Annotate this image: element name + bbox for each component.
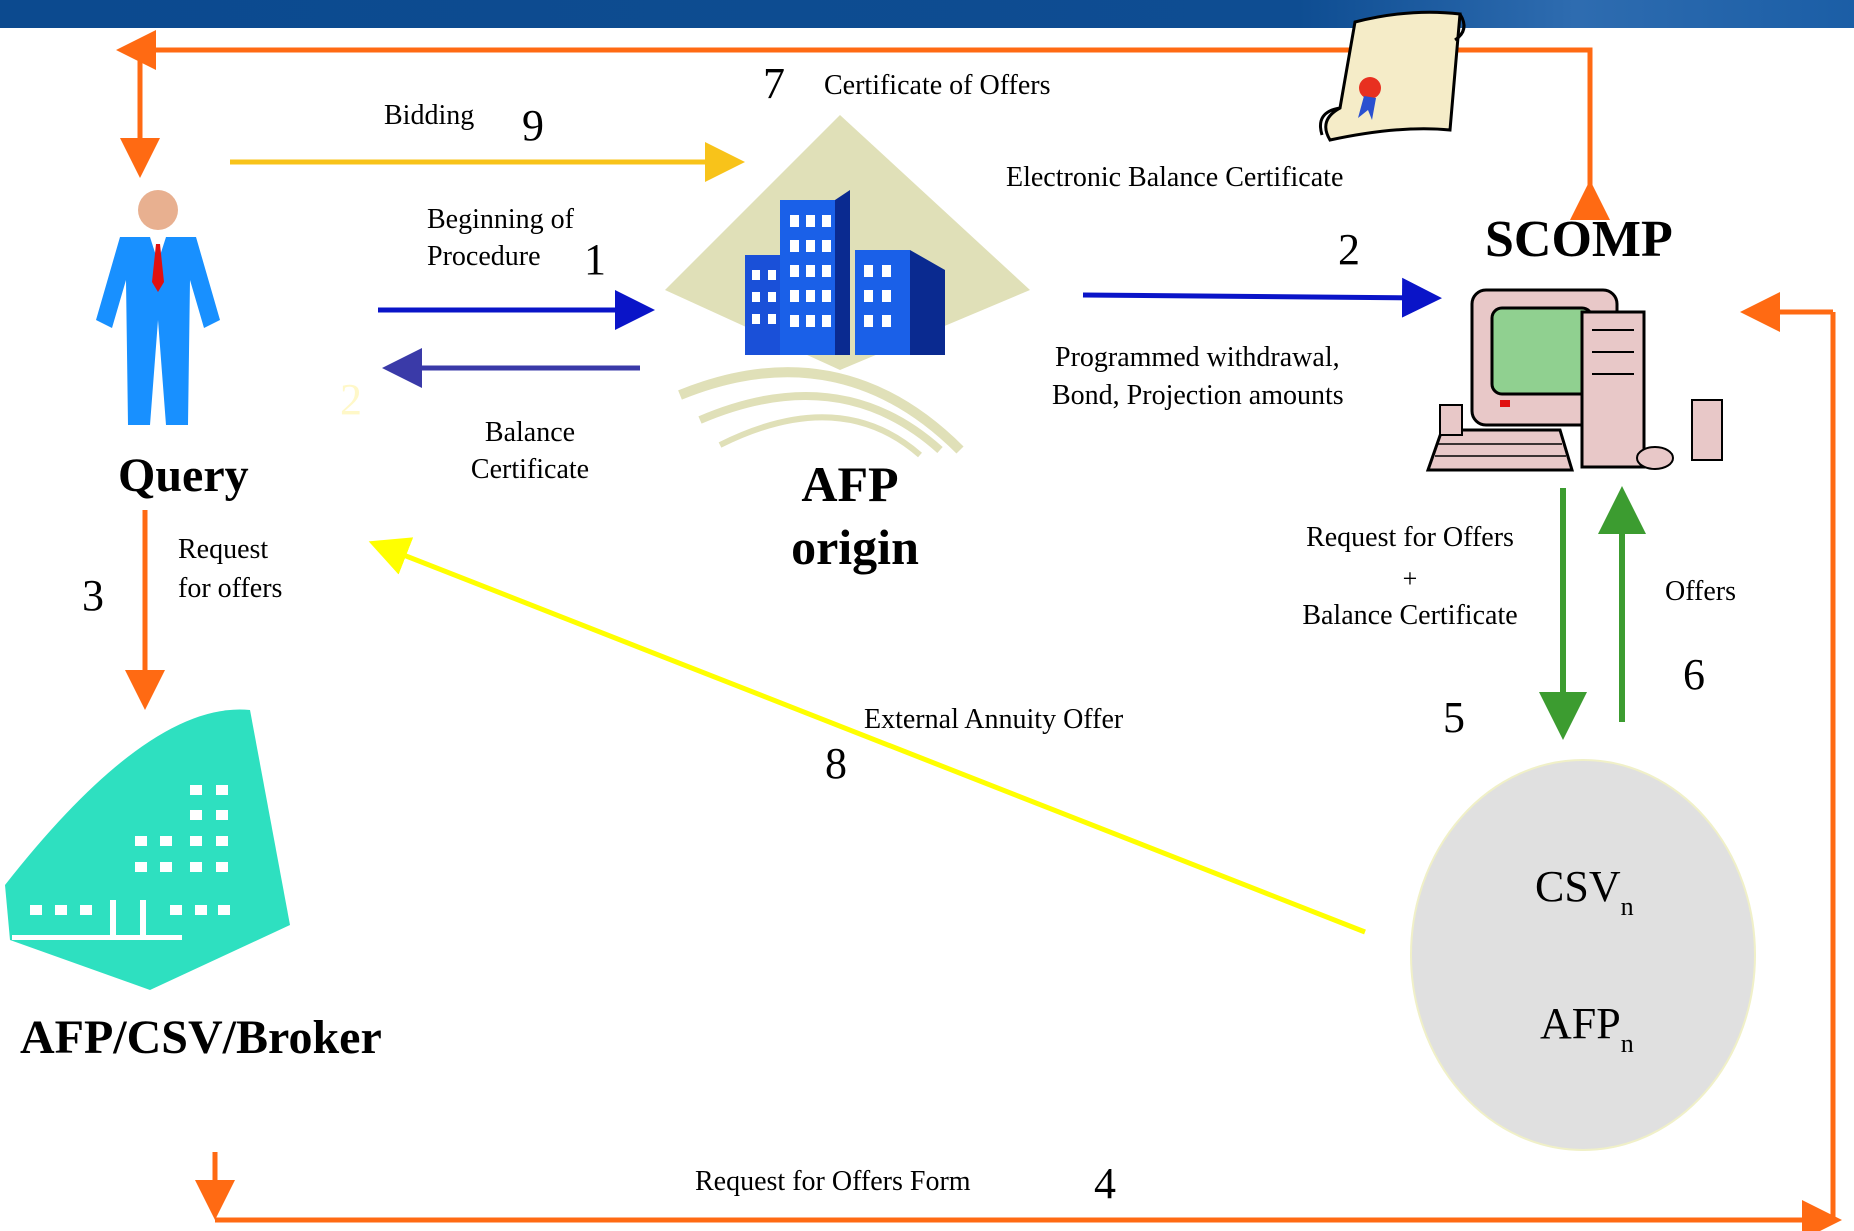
- node-afp-origin-line1: AFP: [801, 456, 899, 512]
- label-req-bal-plus: +: [1402, 564, 1418, 593]
- label-balance-line1: Balance: [484, 417, 576, 448]
- circle-csv-label: CSVn: [1535, 862, 1634, 921]
- top-banner: [0, 0, 1854, 28]
- label-offers: Offers: [1665, 576, 1737, 607]
- label-request-line2: for offers: [178, 573, 283, 604]
- arrow-4-request-form: [195, 292, 1842, 1231]
- circle-csv-subscript: n: [1620, 892, 1634, 921]
- businessman-icon: [96, 190, 220, 425]
- label-certificate-of-offers: Certificate of Offers: [824, 70, 1051, 101]
- arrow-7-certificate-of-offers: [116, 30, 1610, 220]
- desktop-computer-icon: [1425, 288, 1723, 472]
- label-electronic-balance-certificate: Electronic Balance Certificate: [1006, 162, 1344, 193]
- label-request-offers-form: Request for Offers Form: [695, 1166, 971, 1197]
- arrow-2-electronic-balance: [1082, 277, 1442, 318]
- label-req-bal-line1: Request for Offers: [1306, 522, 1514, 553]
- label-bidding: Bidding: [384, 100, 475, 131]
- label-beginning-line2: Procedure: [427, 241, 541, 272]
- step-9: 9: [522, 101, 544, 150]
- node-afp-origin-line2: origin: [791, 519, 919, 575]
- label-balance-line2: Certificate: [470, 454, 590, 485]
- label-request-line1: Request: [178, 534, 269, 565]
- step-6: 6: [1683, 650, 1705, 699]
- step-4: 4: [1094, 1159, 1116, 1208]
- label-req-bal-line2: Balance Certificate: [1302, 600, 1518, 631]
- step-2-faint: 2: [340, 375, 362, 424]
- step-3: 3: [82, 571, 104, 620]
- node-query: Query: [118, 449, 249, 502]
- step-8: 8: [825, 739, 847, 788]
- step-1: 1: [584, 235, 606, 284]
- label-programmed-line1: Programmed withdrawal,: [1055, 342, 1340, 373]
- node-broker: AFP/CSV/Broker: [20, 1011, 382, 1064]
- step-5: 5: [1443, 693, 1465, 742]
- step-7: 7: [763, 59, 785, 108]
- label-external-annuity-offer: External Annuity Offer: [864, 704, 1124, 735]
- circle-afp-label: AFPn: [1540, 999, 1634, 1058]
- arrow-8-external-annuity: [368, 537, 1366, 935]
- city-buildings-icon: [665, 115, 1030, 458]
- circle-afp-subscript: n: [1620, 1029, 1634, 1058]
- step-2: 2: [1338, 225, 1360, 274]
- certificate-scroll-icon: [1319, 10, 1466, 142]
- label-programmed-line2: Bond, Projection amounts: [1052, 380, 1344, 411]
- csv-afp-circle: [1410, 759, 1756, 1151]
- label-beginning-line1: Beginning of: [427, 204, 574, 235]
- node-scomp: SCOMP: [1485, 211, 1673, 268]
- office-building-icon: [5, 709, 290, 990]
